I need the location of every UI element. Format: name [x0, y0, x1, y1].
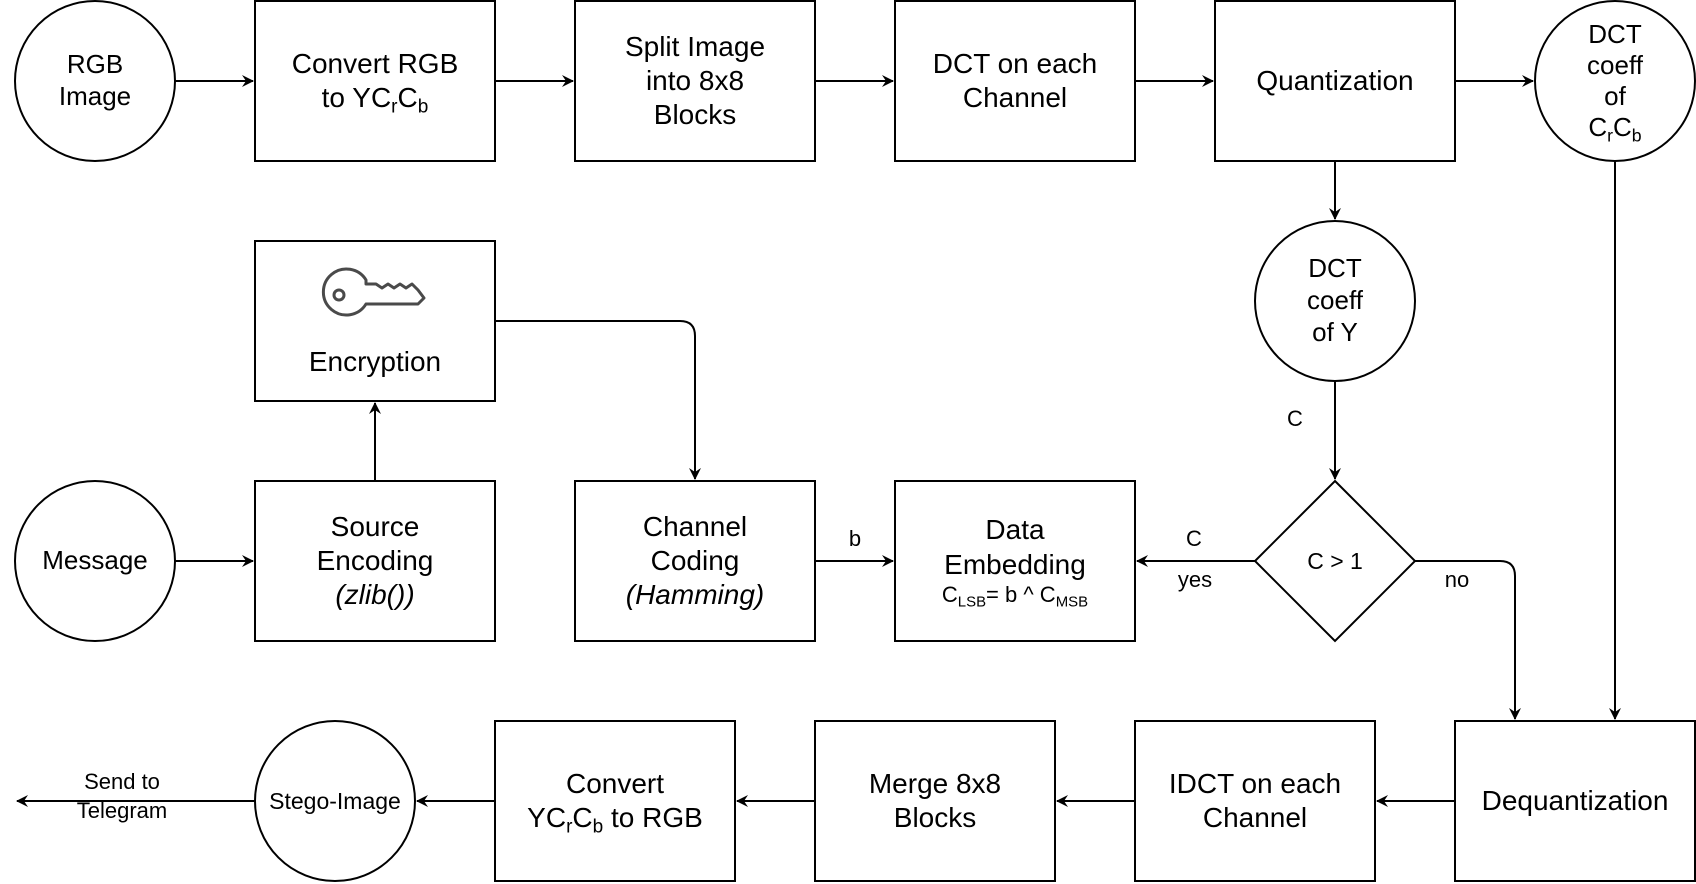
data-embedding-line1: Data: [985, 514, 1045, 546]
channel-coding-line2: Coding: [650, 544, 740, 576]
quantization-text: Quantization: [1256, 64, 1414, 96]
node-data-embedding: [894, 480, 1136, 642]
node-channel-coding: [574, 480, 816, 642]
source-encoding-line2: Encoding: [316, 544, 434, 576]
dct-crcb-line2: coeff: [1587, 49, 1643, 80]
node-encryption: [254, 240, 496, 402]
quantization-label: Quantization: [1215, 1, 1455, 161]
dct-each-line1: DCT on each: [932, 47, 1098, 79]
rgb-image-line2: Image: [58, 81, 132, 111]
source-encoding-line3: (zlib()): [335, 579, 415, 611]
source-encoding-label: Source Encoding (zlib()): [255, 481, 495, 641]
node-dct-y: [1254, 220, 1416, 382]
encryption-text: Encryption: [308, 345, 442, 377]
convert-back-line2: YCrCb to RGB: [527, 802, 703, 838]
convert-rgb-line2: to YCrCb: [321, 82, 429, 118]
edge-decision-to-dequant: [1415, 560, 1521, 720]
edge-label-b: b: [848, 526, 862, 551]
node-convert-rgb: [254, 0, 496, 162]
encryption-label: Encryption: [255, 340, 495, 384]
idct-each-line1: IDCT on each: [1168, 767, 1342, 799]
decision-label: C > 1: [1255, 481, 1415, 641]
message-label: Message: [15, 481, 175, 641]
node-dequantization: [1454, 720, 1696, 882]
key-icon: [321, 267, 426, 317]
idct-each-line2: Channel: [1202, 802, 1308, 833]
edge-encryption-to-channel: [495, 320, 701, 480]
rgb-image-line1: RGB: [66, 49, 124, 80]
node-split-image: [574, 0, 816, 162]
data-embedding-label: Data Embedding CLSB= b ^ CMSB: [895, 481, 1135, 641]
dct-y-line1: DCT: [1308, 253, 1362, 284]
merge-blocks-line1: Merge 8x8: [868, 767, 1002, 799]
split-image-line1: Split Image: [624, 30, 766, 62]
node-message: [14, 480, 176, 642]
node-merge-blocks: [814, 720, 1056, 882]
rgb-image-label: RGB Image: [15, 1, 175, 161]
dct-y-label: DCT coeff of Y: [1255, 221, 1415, 381]
data-embedding-line2: Embedding: [944, 548, 1086, 580]
node-source-encoding: [254, 480, 496, 642]
dct-y-line3: of Y: [1312, 316, 1358, 347]
convert-back-label: Convert YCrCb to RGB: [495, 721, 735, 881]
data-embedding-formula: CLSB= b ^ CMSB: [941, 581, 1089, 611]
channel-coding-label: Channel Coding (Hamming): [575, 481, 815, 641]
merge-blocks-label: Merge 8x8 Blocks: [815, 721, 1055, 881]
edges: [16, 75, 1621, 807]
channel-coding-line3: (Hamming): [625, 579, 765, 611]
node-rgb-image: [14, 0, 176, 162]
stego-image-label: Stego-Image: [255, 721, 415, 881]
edge-label-c-embedding: C: [1186, 526, 1202, 551]
dct-crcb-line1: DCT: [1588, 18, 1642, 49]
node-decision: [1253, 479, 1417, 643]
idct-each-label: IDCT on each Channel: [1135, 721, 1375, 881]
convert-rgb-line1: Convert RGB: [291, 47, 459, 79]
nodes: [14, 0, 1696, 882]
node-stego-image: [254, 720, 416, 882]
node-quantization: [1214, 0, 1456, 162]
split-image-label: Split Image into 8x8 Blocks: [575, 1, 815, 161]
dequantization-text: Dequantization: [1481, 784, 1669, 816]
merge-blocks-line2: Blocks: [893, 802, 977, 833]
dct-crcb-line3: of: [1604, 81, 1626, 111]
dct-y-line2: coeff: [1307, 285, 1363, 316]
dct-crcb-label: DCT coeff of CrCb: [1535, 1, 1695, 161]
source-encoding-line1: Source: [330, 510, 420, 542]
stego-image-text: Stego-Image: [269, 787, 401, 814]
node-idct-each: [1134, 720, 1376, 882]
split-image-line3: Blocks: [653, 99, 737, 131]
convert-rgb-label: Convert RGB to YCrCb: [255, 1, 495, 161]
dct-crcb-line4: CrCb: [1588, 112, 1642, 146]
node-dct-each: [894, 0, 1136, 162]
edge-label-send-to-telegram: Send to Telegram: [56, 768, 188, 825]
convert-back-line1: Convert: [565, 767, 665, 799]
channel-coding-line1: Channel: [642, 510, 748, 542]
node-dct-crcb: [1534, 0, 1696, 162]
dequantization-label: Dequantization: [1455, 721, 1695, 881]
edge-label-no: no: [1444, 567, 1470, 592]
send-to-line2: Telegram: [76, 797, 168, 823]
node-convert-back: [494, 720, 736, 882]
message-text: Message: [42, 545, 148, 576]
split-image-line2: into 8x8: [645, 64, 745, 96]
edge-label-yes: yes: [1177, 567, 1213, 592]
edge-label-c-dcty: C: [1287, 406, 1303, 431]
send-to-line1: Send to: [84, 769, 160, 794]
decision-text: C > 1: [1307, 547, 1363, 574]
dct-each-line2: Channel: [962, 82, 1068, 113]
dct-each-label: DCT on each Channel: [895, 1, 1135, 161]
